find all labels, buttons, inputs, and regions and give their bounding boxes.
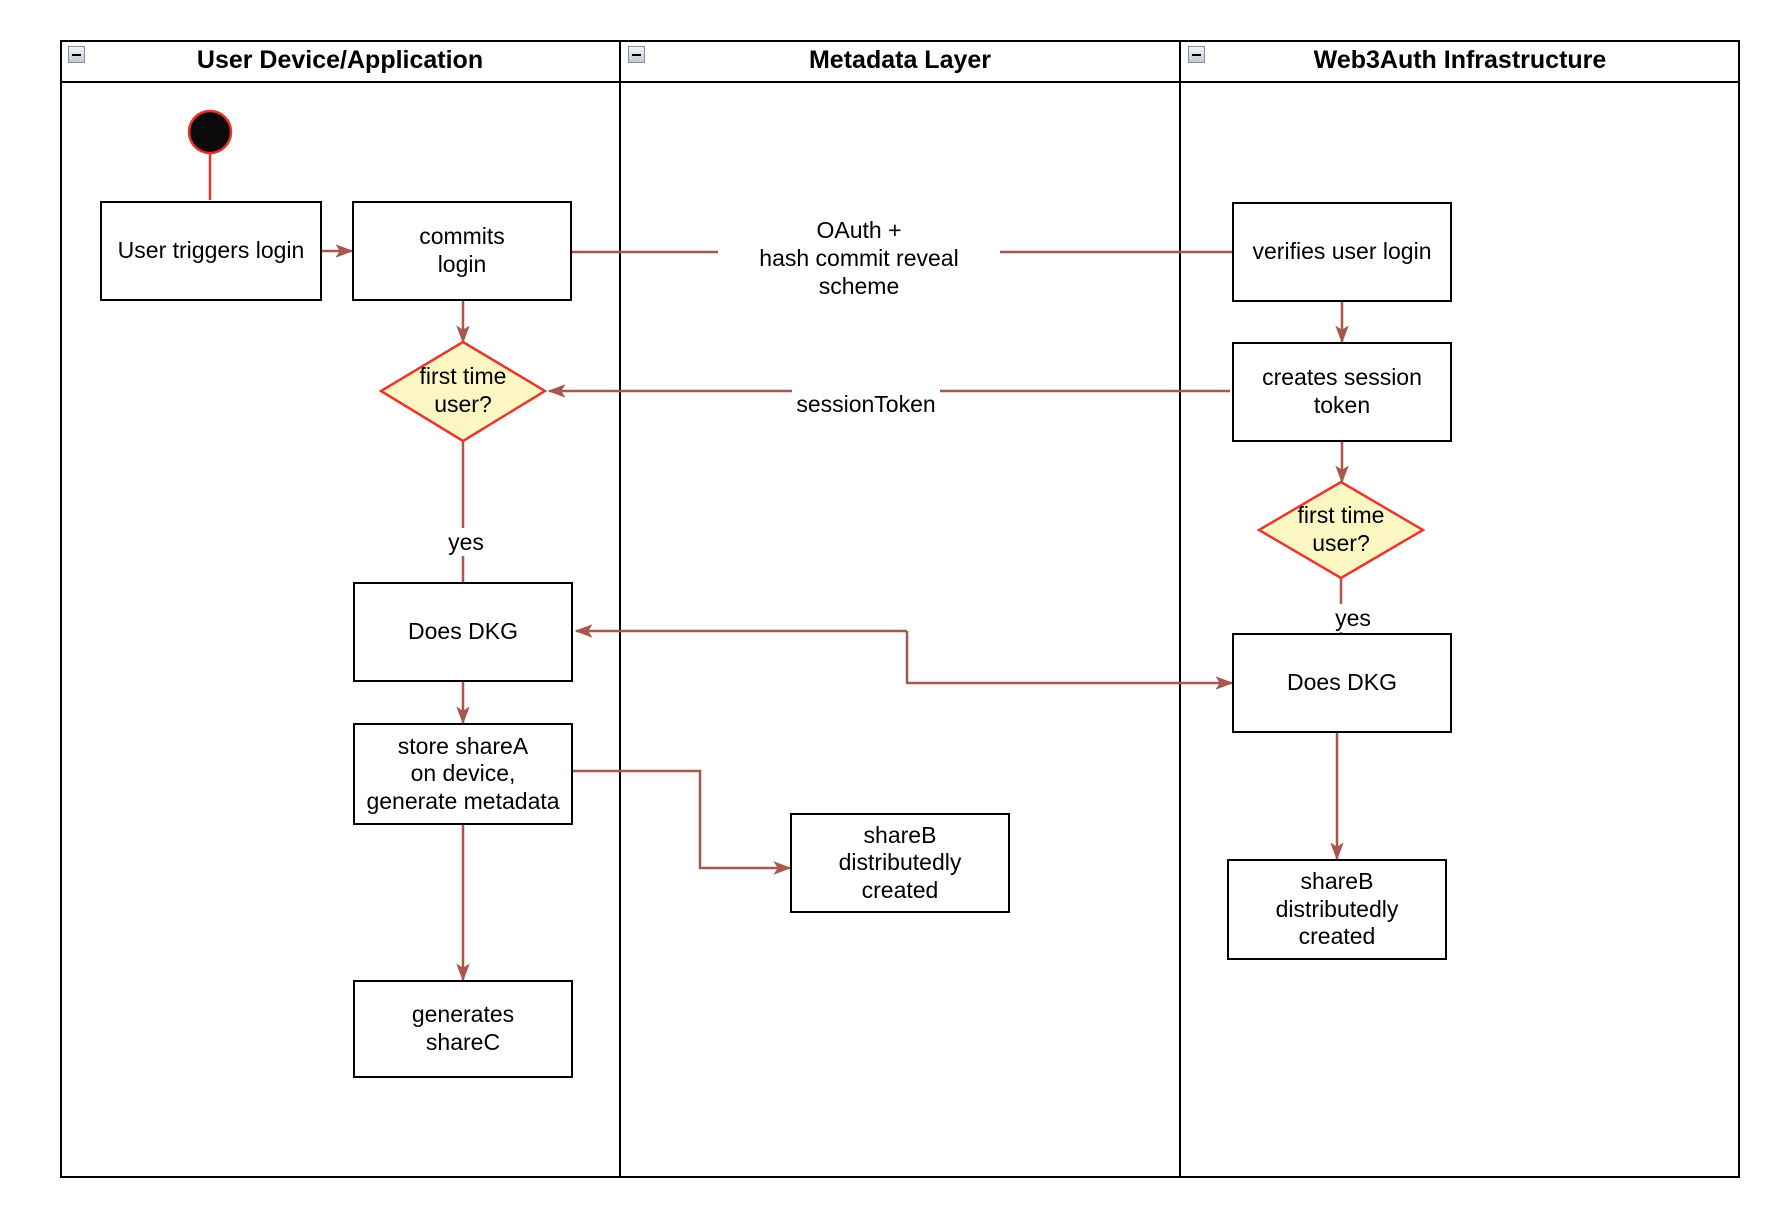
edge-label-yes-left: yes <box>441 528 491 556</box>
node-commits-login[interactable]: commits login <box>352 201 572 301</box>
node-does-dkg-left[interactable]: Does DKG <box>353 582 573 682</box>
node-shareb-metadata[interactable]: shareB distributedly created <box>790 813 1010 913</box>
edge-label-yes-right: yes <box>1329 604 1377 632</box>
collapse-minus-icon[interactable] <box>628 46 645 63</box>
decision-label-right: first time user? <box>1297 502 1385 556</box>
decision-label-left: first time user? <box>419 363 507 417</box>
node-shareb-web3auth[interactable]: shareB distributedly created <box>1227 859 1447 960</box>
node-store-sharea[interactable]: store shareA on device, generate metadat… <box>353 723 573 825</box>
lane-divider-1 <box>619 40 621 1178</box>
lane-header-metadata-layer[interactable]: Metadata Layer <box>808 46 992 74</box>
collapse-minus-icon[interactable] <box>1188 46 1205 63</box>
collapse-minus-icon[interactable] <box>68 46 85 63</box>
lane-header-underline <box>60 81 1740 83</box>
edge-label-session-token: sessionToken <box>792 388 940 420</box>
lane-header-web3auth-infra[interactable]: Web3Auth Infrastructure <box>1313 46 1607 74</box>
node-generates-sharec[interactable]: generates shareC <box>353 980 573 1078</box>
node-verifies-user-login[interactable]: verifies user login <box>1232 202 1452 302</box>
edge-label-oauth: OAuth + hash commit reveal scheme <box>718 217 1000 299</box>
swimlane-pool <box>60 40 1740 1178</box>
node-user-triggers-login[interactable]: User triggers login <box>100 201 322 301</box>
node-does-dkg-right[interactable]: Does DKG <box>1232 633 1452 733</box>
lane-header-user-device[interactable]: User Device/Application <box>196 46 484 74</box>
lane-divider-2 <box>1179 40 1181 1178</box>
node-creates-session-token[interactable]: creates session token <box>1232 342 1452 442</box>
